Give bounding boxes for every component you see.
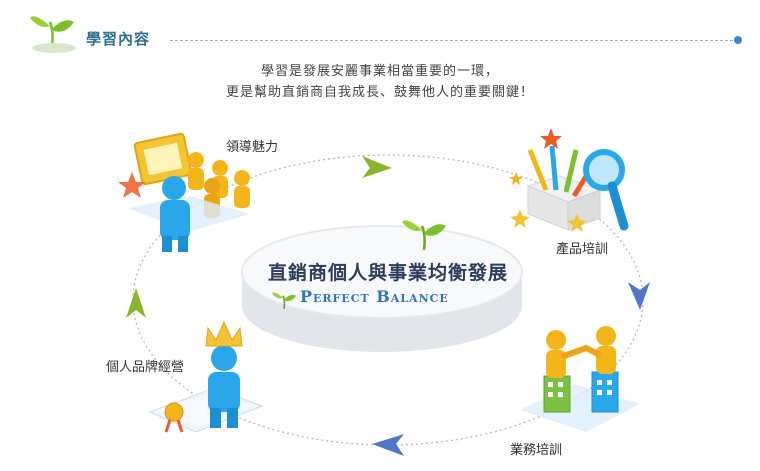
intro-line-2: 更是幫助直銷商自我成長、鼓舞他人的重要關鍵！ [225, 85, 534, 100]
personal-brand-label: 個人品牌經營 [106, 360, 185, 375]
header-divider [170, 40, 738, 41]
header-dot [734, 36, 742, 44]
product-magnifier-icon [509, 128, 629, 232]
center-title: 直銷商個人與事業均衡發展 [267, 262, 508, 284]
business-handshake-icon [520, 326, 640, 432]
crown-figure-icon [148, 320, 264, 433]
product-training-label: 產品培訓 [556, 242, 609, 257]
leadership-label: 領導魅力 [226, 140, 279, 155]
cycle-arrow-icon [628, 282, 650, 310]
sprout-icon [402, 220, 446, 251]
cycle-arrow-icon [372, 434, 404, 456]
business-training-label: 業務培訓 [510, 443, 563, 458]
cycle-arrow-icon [126, 288, 146, 318]
leadership-group-icon [118, 132, 250, 252]
sprout-icon [272, 292, 297, 310]
section-title: 學習內容 [86, 30, 151, 48]
center-subtitle: Perfect Balance [300, 287, 449, 306]
cycle-arrow-icon [362, 156, 392, 178]
intro-line-1: 學習是發展安麗事業相當重要的一環， [260, 64, 499, 79]
sprout-icon [30, 16, 76, 53]
